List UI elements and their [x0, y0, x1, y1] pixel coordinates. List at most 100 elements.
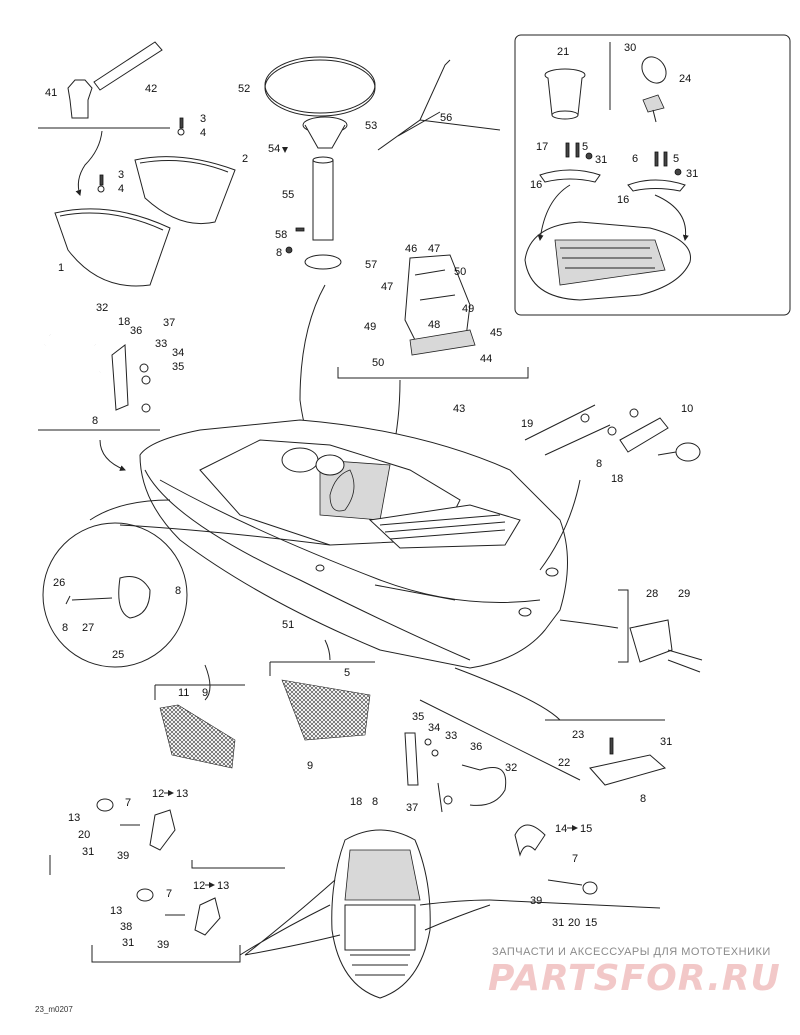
label: 15 [580, 823, 592, 835]
label: 9 [202, 687, 208, 699]
cleat-left [539, 169, 601, 183]
label: 19 [521, 418, 533, 430]
label: 39 [157, 939, 169, 951]
label: 33 [445, 730, 457, 742]
label: 5 [344, 667, 350, 679]
net-5 [281, 679, 371, 741]
label: 26 [53, 577, 65, 589]
label: 16 [530, 179, 542, 191]
label: 20 [568, 917, 580, 929]
label: 48 [428, 319, 440, 331]
label: 16 [617, 194, 629, 206]
callout-labels: 41 42 52 3 4 3 4 2 1 53 54 55 56 58 8 57… [45, 42, 698, 951]
handle-41 [67, 79, 93, 119]
label: 8 [372, 796, 378, 808]
label: 31 [595, 154, 607, 166]
label: 37 [163, 317, 175, 329]
label: 46 [405, 243, 417, 255]
label: 31 [122, 937, 134, 949]
grab-handle-right [404, 699, 581, 813]
label: 30 [624, 42, 636, 54]
net-11 [159, 704, 236, 769]
label: 31 [660, 736, 672, 748]
cleat-10 [524, 404, 701, 571]
label: 13 [110, 905, 122, 917]
label: 57 [365, 259, 377, 271]
label: 18 [118, 316, 130, 328]
label: 51 [282, 619, 294, 631]
cleat-right [627, 179, 686, 192]
label: 24 [679, 73, 691, 85]
label: 44 [480, 353, 492, 365]
label: 39 [530, 895, 542, 907]
label: 13 [217, 880, 229, 892]
label: 22 [558, 757, 570, 769]
label: 8 [276, 247, 282, 259]
wrench-56 [377, 59, 501, 151]
label: 2 [242, 153, 248, 165]
label: 34 [428, 722, 440, 734]
bin-1 [54, 208, 171, 287]
label: 7 [166, 888, 172, 900]
label: 28 [646, 588, 658, 600]
label: 5 [582, 141, 588, 153]
label: 37 [406, 802, 418, 814]
grab-handle-left [38, 315, 160, 471]
label: 14 [555, 823, 567, 835]
label: 47 [428, 243, 440, 255]
label: 34 [172, 347, 184, 359]
storage-bins [38, 41, 236, 287]
label: 31 [686, 168, 698, 180]
storage-nets [154, 639, 375, 769]
label: 47 [381, 281, 393, 293]
label: 33 [155, 338, 167, 350]
label: 12 [152, 788, 164, 800]
label: 7 [572, 853, 578, 865]
label: 27 [82, 622, 94, 634]
label: 54 [268, 143, 280, 155]
label: 38 [120, 921, 132, 933]
label: 10 [681, 403, 693, 415]
label: 8 [92, 415, 98, 427]
label: 12 [193, 880, 205, 892]
label: 43 [453, 403, 465, 415]
label: 3 [200, 113, 206, 125]
label: 8 [596, 458, 602, 470]
label: 42 [145, 83, 157, 95]
label: 8 [175, 585, 181, 597]
label: 15 [585, 917, 597, 929]
step-22 [454, 667, 667, 786]
label: 6 [632, 153, 638, 165]
boat-top-view-large [239, 829, 491, 999]
label: 45 [490, 327, 502, 339]
label: 35 [172, 361, 184, 373]
bumper-28 [559, 589, 703, 673]
label: 17 [536, 141, 548, 153]
table-top [264, 56, 376, 114]
label: 4 [118, 183, 124, 195]
label: 8 [62, 622, 68, 634]
label: 11 [178, 687, 189, 699]
label: 49 [364, 321, 376, 333]
label: 36 [130, 325, 142, 337]
label: 18 [350, 796, 362, 808]
label: 55 [282, 189, 294, 201]
label: 36 [470, 741, 482, 753]
label: 32 [96, 302, 108, 314]
bin-2 [134, 156, 236, 225]
label: 58 [275, 229, 287, 241]
table-post-55 [312, 159, 334, 241]
label: 29 [678, 588, 690, 600]
label: 31 [82, 846, 94, 858]
drawing-code: 23_m0207 [35, 1005, 73, 1014]
label: 20 [78, 829, 90, 841]
label: 4 [200, 127, 206, 139]
table-assembly [264, 56, 501, 461]
label: 35 [412, 711, 424, 723]
label: 49 [462, 303, 474, 315]
label: 13 [176, 788, 188, 800]
bracket-assembly [337, 254, 529, 456]
tube-42 [93, 41, 163, 91]
table-base-57 [304, 254, 342, 270]
